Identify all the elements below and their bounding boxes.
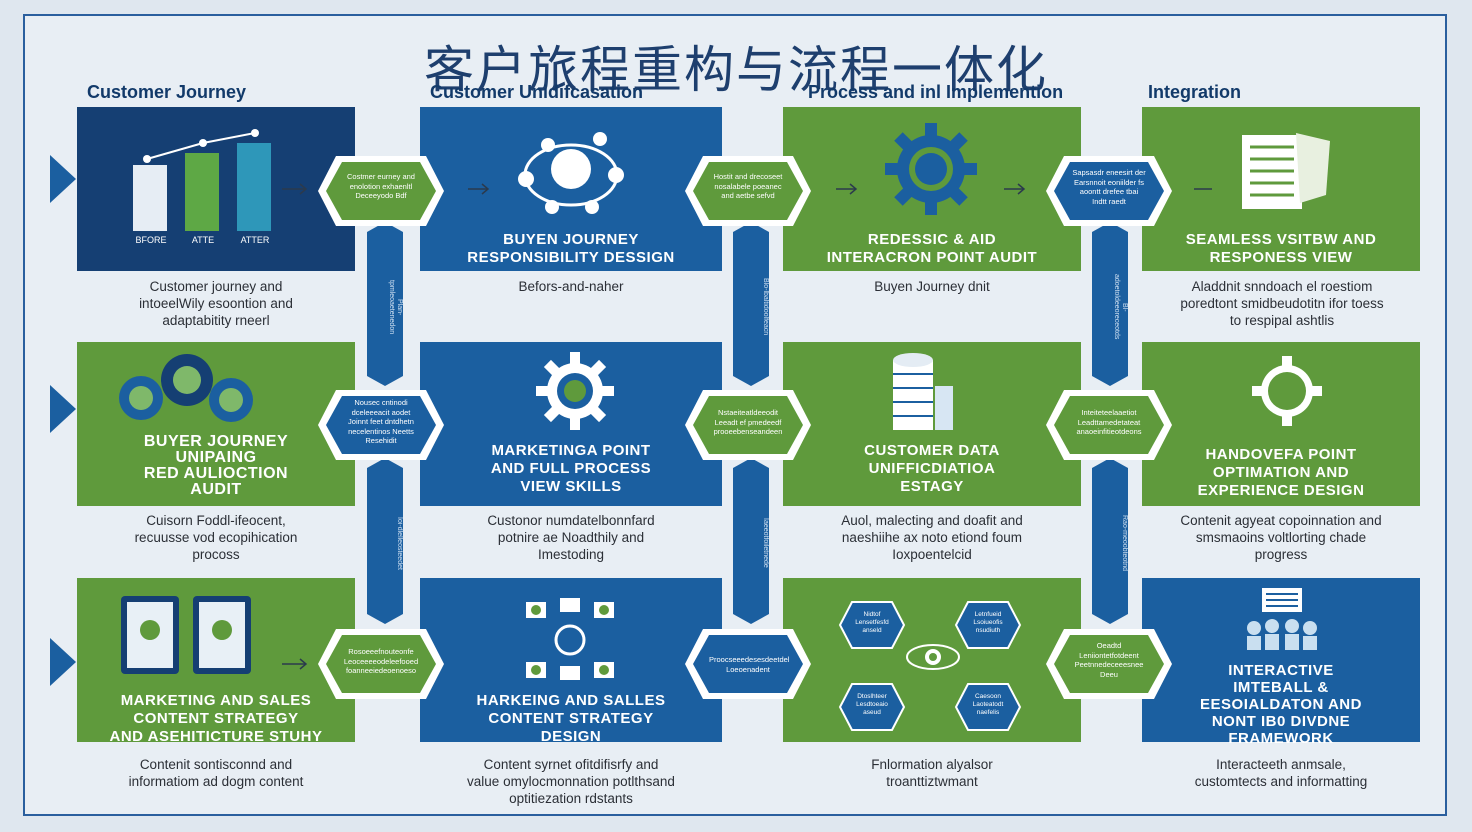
database-icon (893, 353, 953, 430)
hex-connector-r3-1: Rosoeeefnouteonfe Leoceeeeodeleefooed fo… (316, 627, 446, 701)
documents-icon (1242, 133, 1330, 209)
panel-title: BUYEN JOURNEY RESPONSIBILITY DESSIGN (467, 231, 675, 266)
panel-redesign-interaction-audit: REDESSIC & AID INTERACRON POINT AUDIT (783, 107, 1081, 271)
hex-connector-r1-3: Sapsasdr eneesirt der Earsnnoit eoniilde… (1044, 154, 1174, 228)
bar-label-before: BFORE (135, 235, 167, 245)
panel-interactive-framework: INTERACTIVE IMTEBALL & EESOIALDATON AND … (1142, 578, 1420, 747)
panel-title: MARKETINGA POINT AND FULL PROCESS VIEW S… (490, 442, 652, 495)
mini-hex-2: Letnfueid Lsoiueofis nsudiuth (954, 600, 1022, 650)
vbar-label-3: Blo-lbaltidoolfeacn (762, 278, 769, 336)
vbar-c1-upper (367, 222, 403, 386)
gear-icon (885, 123, 977, 215)
panel-title: MARKETING AND SALES CONTENT STRATEGY AND… (109, 692, 323, 745)
column-heading-process-implementation: Process and inl Implemention (808, 82, 1064, 102)
row1-marker-icon (50, 155, 76, 203)
panel-title: BUYER JOURNEY UNIPAING RED AULIOCTION AU… (143, 433, 289, 498)
vbar-c2-lower (733, 458, 769, 624)
tablets-icon (121, 596, 251, 674)
caption-r3c3: Fnlormation alyalsor troanttiztwmant (871, 757, 993, 789)
vbar-label-6: Rao-meoobteotnd (1121, 514, 1128, 572)
panel-title: INTERACTIVE IMTEBALL & EESOIALDATON AND … (1200, 662, 1362, 747)
caption-r1c1: Customer journey and intoeelWily esoonti… (139, 279, 293, 328)
team-building-icon (1247, 588, 1317, 650)
panel-seamless-view: SEAMLESS VSITBW AND RESPONESS VIEW (1142, 107, 1420, 271)
panel-title: REDESSIC & AID INTERACRON POINT AUDIT (826, 231, 1038, 266)
vbar-label-4: Iaeeotfoiletnede (762, 518, 769, 568)
panel-title: HANDOVEFA POINT OPTIMATION AND EXPERIENC… (1197, 446, 1365, 499)
settings-gear-icon (536, 352, 614, 430)
panel-title: SEAMLESS VSITBW AND RESPONESS VIEW (1185, 231, 1377, 266)
vbar-c2-upper (733, 222, 769, 386)
panel-customer-data-unification: CUSTOMER DATA UNIFFIСDIATIOA ESTAGY (783, 342, 1081, 506)
caption-r1c3: Buyen Journey dnit (874, 279, 990, 294)
hex-connector-r2-2: Nstaeiteatldeeodit Leeadt ef pmedeedf pr… (683, 388, 813, 462)
vbar-label-2: Ioi-dlelleosteedet (396, 516, 403, 570)
panel-buyer-journey-audit: BUYER JOURNEY UNIPAING RED AULIOCTION AU… (77, 342, 355, 506)
target-icon (906, 644, 960, 670)
page-title: 客户旅程重构与流程一体化 (424, 41, 1048, 99)
caption-r3c1: Contenit sontisconnd and informatiom ad … (128, 757, 304, 789)
column-heading-integration: Integration (1148, 82, 1241, 102)
panel-content-strategy-design: HARKEING AND SALLES CONTENT STRATEGY DES… (420, 578, 722, 745)
panel-content-strategy-architecture: MARKETING AND SALES CONTENT STRATEGY AND… (77, 578, 355, 745)
bar-label-after-1: ATTE (191, 235, 215, 245)
panel-information-hex-network (783, 578, 1081, 742)
caption-r1c4: Aladdnit snndoach el roestiom poredtont … (1180, 279, 1384, 328)
caption-r2c4: Contenit agyeat copoinnation and smsmaoi… (1180, 513, 1382, 562)
panel-handover-optimization: HANDOVEFA POINT OPTIMATION AND EXPERIENC… (1142, 342, 1420, 506)
mini-hex-1: Nidtof Lensetfesfd anseld (838, 600, 906, 650)
bar-label-after-2: ATTER (240, 235, 270, 245)
caption-r2c2: Custonor numdatelbonnfard potnire ae Noa… (487, 513, 655, 562)
vbar-c1-lower (367, 458, 403, 624)
column-heading-customer-unification: Customer Unidifcasation (430, 82, 644, 102)
flow-network-icon (526, 598, 614, 680)
vbar-c3-upper (1092, 222, 1128, 386)
hex-connector-r3-2: Proocseeedesesdeetdel Loeoenadent (683, 627, 813, 701)
column-heading-customer-journey: Customer Journey (87, 82, 247, 102)
caption-r2c3: Auol, malecting and doafit and naeshiihe… (841, 513, 1023, 562)
panel-title: CUSTOMER DATA UNIFFIСDIATIOA ESTAGY (864, 442, 1000, 495)
globe-people-icon (119, 354, 253, 422)
hex-connector-r3-3: Oeadtd Leniiontetfotdeent Peetnnedeceees… (1044, 627, 1174, 701)
vbar-c3-lower (1092, 458, 1128, 624)
panel-buyer-journey-responsibility: BUYEN JOURNEY RESPONSIBILITY DESSIGN (420, 107, 722, 271)
row3-marker-icon (50, 638, 76, 686)
caption-r3c2: Content syrnet ofitdifisrfy and value om… (467, 757, 675, 806)
caption-r1c2: Befors-and-naher (518, 279, 624, 294)
bar-chart-icon (133, 129, 271, 231)
row2-marker-icon (50, 385, 76, 433)
mini-hex-3: Dtoslhteer Lesdtoeaio aseud (838, 682, 906, 732)
mini-hex-4: Caesoon Laoteatodt naefelis (954, 682, 1022, 732)
hex-connector-r1-2: Hostit and drecoseet nosalabele poeanec … (683, 154, 813, 228)
panel-customer-journey-chart: BFORE ATTE ATTER (77, 107, 355, 271)
hex-connector-r2-3: Inteiteteelaaetiot Leadttamedetateat ana… (1044, 388, 1174, 462)
hex-connector-r1-1: Costmer eurney and enolotion exhaenltl D… (316, 154, 446, 228)
vbar-label-5: Bl-adoetoldeeoreceotds (1113, 274, 1128, 340)
hex-connector-r2-1: Nousec cntinodi dceleeeacit aodet Joinnt… (316, 388, 446, 462)
panel-marketing-point-process: MARKETINGA POINT AND FULL PROCESS VIEW S… (420, 342, 722, 506)
badge-gear-icon (1252, 356, 1322, 426)
network-nodes-icon (518, 132, 624, 214)
caption-r2c1: Cuisorn Foddl-ifeocent, recuusse vod eco… (134, 513, 298, 562)
caption-r3c4: Interacteeth anmsale, customtects and in… (1194, 757, 1368, 789)
panel-title: HARKEING AND SALLES CONTENT STRATEGY DES… (476, 692, 666, 745)
vbar-label-1: Plan-tpmleoaetenedon (388, 279, 403, 335)
